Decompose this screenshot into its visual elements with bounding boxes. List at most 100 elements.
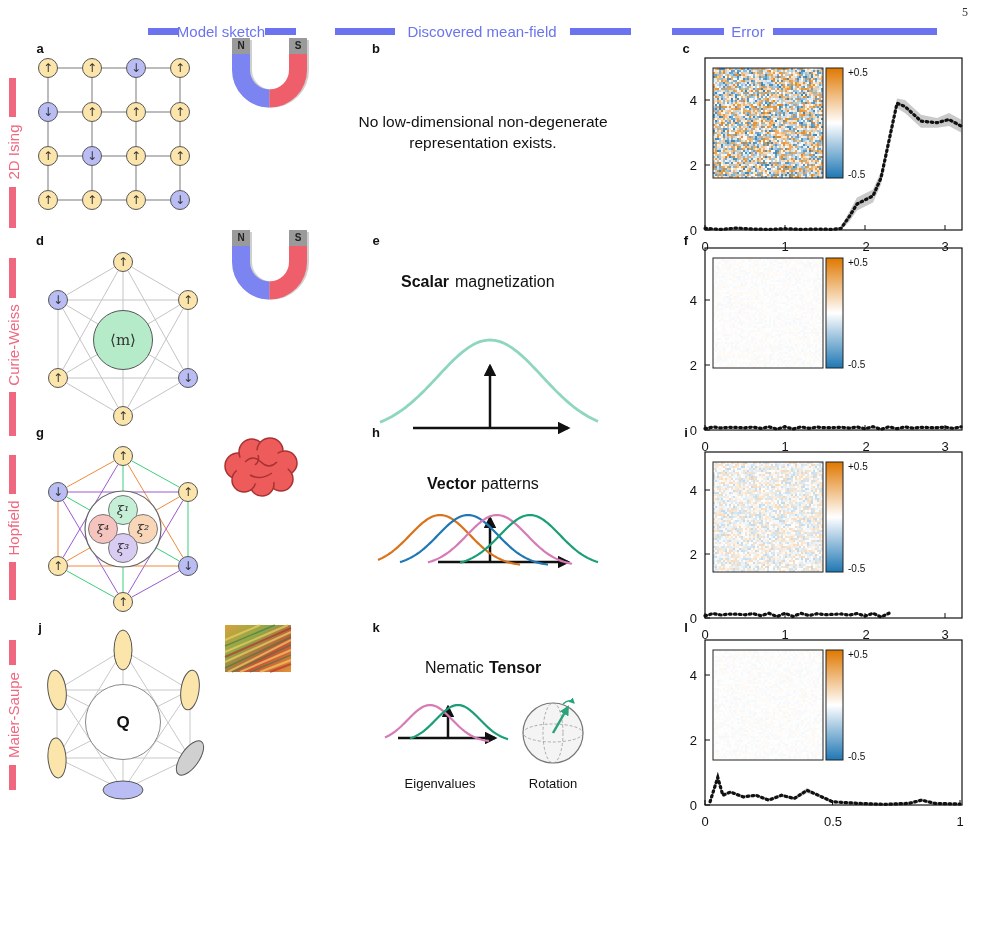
- axis-tick: [705, 613, 706, 618]
- node-text: ⟨m⟩: [110, 333, 136, 348]
- brain-icon: [225, 438, 297, 496]
- coupling-line: [47, 78, 48, 102]
- pattern-container: [85, 491, 161, 567]
- coupling-line: [102, 199, 126, 200]
- node-text: ↑: [118, 596, 128, 608]
- panel-caption: Rotation: [529, 777, 577, 790]
- coupling-line: [135, 122, 136, 146]
- spin-node: ↑: [38, 58, 58, 78]
- row-label: Curie-Weiss: [6, 304, 21, 385]
- colorbar: [826, 650, 843, 760]
- node-text: ↓: [43, 106, 53, 118]
- axis-tick: [865, 425, 866, 430]
- coupling-line: [58, 310, 59, 368]
- node-text: ξ⁴: [97, 523, 109, 536]
- panel-letter: e: [372, 234, 379, 247]
- spin-node: ↑: [126, 102, 146, 122]
- distribution-curve: [378, 515, 520, 565]
- spin-node: ↑: [48, 368, 68, 388]
- coupling-line: [67, 571, 115, 597]
- coupling-line: [58, 67, 82, 68]
- coupling-line: [58, 155, 82, 156]
- axis-tick: [832, 800, 833, 805]
- coupling-line: [135, 166, 136, 190]
- axis-tick: [705, 225, 706, 230]
- node-text: ↑: [43, 62, 53, 74]
- coupling-line: [47, 122, 48, 146]
- coupling-line: [67, 305, 180, 373]
- colorbar-label: -0.5: [848, 564, 865, 574]
- panel-letter: f: [684, 234, 688, 247]
- axis-tick: [705, 618, 710, 619]
- panel-letter: h: [372, 426, 380, 439]
- order-parameter-node: Q: [85, 684, 161, 760]
- pole-label: S: [295, 233, 302, 243]
- panel-letter: k: [372, 621, 379, 634]
- inset-frame: [713, 462, 823, 572]
- axis-tick: [705, 165, 710, 166]
- spin-node: ↓: [48, 290, 68, 310]
- coupling-line: [91, 122, 92, 146]
- tick-label: 3: [941, 628, 948, 641]
- spin-node: ↑: [38, 146, 58, 166]
- node-text: ↑: [175, 106, 185, 118]
- panel-letter: a: [36, 42, 43, 55]
- nematic-molecules: [45, 630, 209, 799]
- coupling-line: [188, 502, 189, 556]
- tick-label: 1: [781, 240, 788, 253]
- coupling-line: [58, 199, 82, 200]
- panel-letter: g: [36, 426, 44, 439]
- axis-tick: [785, 425, 786, 430]
- spin-node: ↓: [178, 368, 198, 388]
- error-heatmap: [713, 258, 823, 368]
- coupling-line: [102, 67, 126, 68]
- tick-label: 2: [690, 734, 697, 747]
- node-text: ↓: [87, 150, 97, 162]
- axis-tick: [705, 554, 710, 555]
- spin-node: ↑: [170, 146, 190, 166]
- distribution-curve: [380, 340, 598, 422]
- node-text: ↓: [175, 194, 185, 206]
- panel-title: Tensor: [489, 660, 541, 676]
- node-text: ↓: [183, 372, 193, 384]
- coupling-line: [179, 122, 180, 146]
- axis-tick: [705, 230, 710, 231]
- node-text: ↑: [87, 194, 97, 206]
- node-text: ↓: [53, 486, 63, 498]
- axis-tick: [865, 225, 866, 230]
- coupling-line: [179, 78, 180, 102]
- column-header: Discovered mean-field: [407, 24, 556, 39]
- coupling-line: [146, 111, 170, 112]
- coupling-line: [188, 310, 189, 368]
- coupling-line: [67, 383, 115, 411]
- coupling-line: [179, 166, 180, 190]
- tick-label: 2: [690, 548, 697, 561]
- panel-letter: i: [684, 426, 688, 439]
- tick-label: 0: [690, 424, 697, 437]
- error-heatmap: [713, 462, 823, 572]
- spin-node: ↑: [126, 146, 146, 166]
- coupling-line: [146, 67, 170, 68]
- distribution-curve: [385, 705, 489, 741]
- node-text: ↑: [118, 256, 128, 268]
- axis-tick: [705, 425, 706, 430]
- axis-tick: [705, 100, 710, 101]
- axis-tick: [945, 613, 946, 618]
- panel-letter: j: [38, 621, 42, 634]
- colorbar: [826, 462, 843, 572]
- panel-title: Scalar: [401, 274, 449, 290]
- spin-node: ↑: [82, 102, 102, 122]
- coupling-line: [91, 166, 92, 190]
- tick-label: 4: [690, 484, 697, 497]
- node-text: ↓: [131, 62, 141, 74]
- tick-label: 4: [690, 94, 697, 107]
- spin-node: ↓: [170, 190, 190, 210]
- tick-label: 4: [690, 294, 697, 307]
- coupling-line: [102, 111, 126, 112]
- pole-label: N: [237, 233, 244, 243]
- coupling-line: [91, 78, 92, 102]
- spin-node: ↓: [48, 482, 68, 502]
- error-band: [705, 426, 961, 430]
- error-heatmap: [713, 68, 823, 178]
